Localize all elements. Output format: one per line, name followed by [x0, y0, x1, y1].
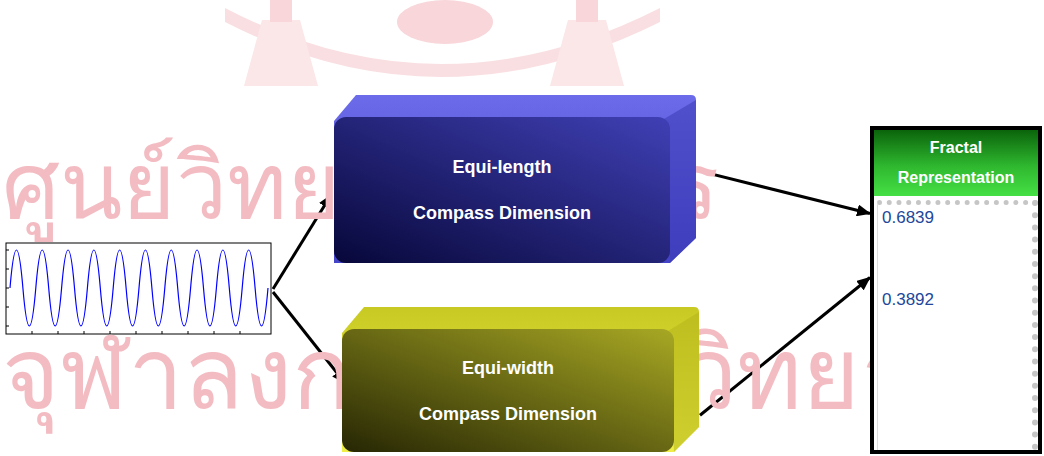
- fractal-value: 0.3892: [882, 290, 934, 309]
- dotted-frame: [877, 200, 1038, 450]
- box-title: Equi-width Compass Dimension: [419, 345, 597, 437]
- compass-dimension-box: Equi-width Compass Dimension: [338, 305, 700, 454]
- box-face: Equi-length Compass Dimension: [334, 117, 670, 263]
- representation-panel: Fractal Representation 0.6839 0.3892: [870, 126, 1042, 454]
- fractal-value: 0.6839: [882, 208, 934, 227]
- panel-header: Fractal Representation: [874, 130, 1038, 196]
- connector-arrow: [697, 170, 870, 213]
- box-title: Equi-length Compass Dimension: [413, 144, 591, 236]
- value-holder: 0.3892: [882, 290, 934, 309]
- header-title: Fractal Representation: [898, 133, 1014, 193]
- box-outer: [334, 95, 696, 263]
- box-shape: [330, 93, 697, 265]
- box-face: Equi-width Compass Dimension: [342, 329, 674, 452]
- value-holder: 0.6839: [882, 208, 934, 227]
- box-front: [342, 329, 674, 452]
- watermark-emblem: [225, 0, 660, 86]
- compass-dimension-box: Equi-length Compass Dimension: [330, 93, 697, 265]
- box-outer: [342, 307, 699, 452]
- box-front: [334, 117, 670, 263]
- box-shape: [338, 305, 700, 454]
